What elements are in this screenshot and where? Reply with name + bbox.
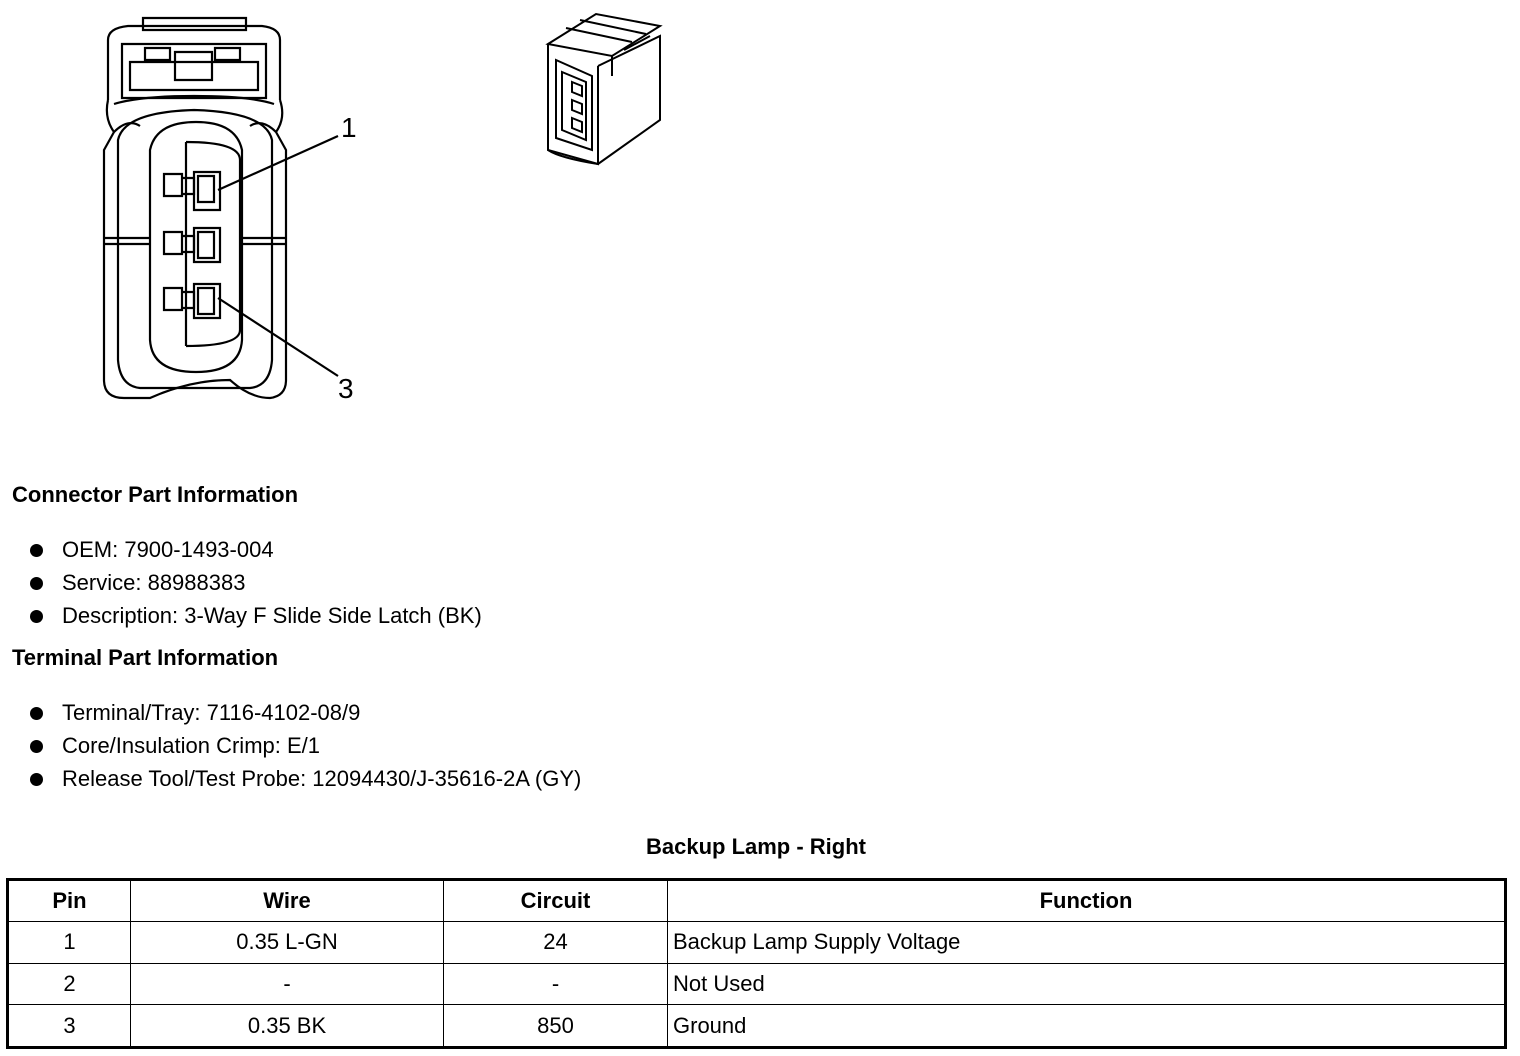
cell-function: Ground bbox=[667, 1004, 1506, 1048]
header-circuit: Circuit bbox=[443, 879, 668, 922]
table-title: Backup Lamp - Right bbox=[645, 834, 866, 859]
connector-service: Service: 88988383 bbox=[62, 570, 246, 595]
cell-function: Not Used bbox=[667, 962, 1506, 1006]
header-wire: Wire bbox=[130, 879, 444, 922]
table-header-row: Pin Wire Circuit Function bbox=[7, 879, 1506, 922]
table-row: 2 - - Not Used bbox=[7, 962, 1506, 1006]
header-pin: Pin bbox=[7, 879, 131, 922]
cell-wire: 0.35 BK bbox=[130, 1004, 444, 1048]
terminal-tray: Terminal/Tray: 7116-4102-08/9 bbox=[62, 700, 361, 725]
cell-wire: 0.35 L-GN bbox=[130, 921, 444, 964]
list-item: Release Tool/Test Probe: 12094430/J-3561… bbox=[28, 762, 581, 795]
bullet-icon bbox=[30, 544, 43, 557]
cell-pin: 2 bbox=[7, 962, 131, 1006]
cell-wire: - bbox=[130, 962, 444, 1006]
connector-diagram: 1 3 bbox=[0, 0, 700, 420]
header-function: Function bbox=[667, 879, 1506, 922]
cell-pin: 3 bbox=[7, 1004, 131, 1048]
table-row: 1 0.35 L-GN 24 Backup Lamp Supply Voltag… bbox=[7, 921, 1506, 964]
connector-description: Description: 3-Way F Slide Side Latch (B… bbox=[62, 603, 482, 628]
terminal-part-info-heading: Terminal Part Information bbox=[12, 645, 279, 670]
bullet-icon bbox=[30, 610, 43, 623]
connector-face-drawing bbox=[102, 12, 663, 400]
list-item: Description: 3-Way F Slide Side Latch (B… bbox=[28, 599, 482, 632]
cell-function: Backup Lamp Supply Voltage bbox=[667, 921, 1506, 964]
bullet-icon bbox=[30, 707, 43, 720]
callout-pin-3: 3 bbox=[338, 373, 354, 404]
cell-pin: 1 bbox=[7, 921, 131, 964]
list-item: Service: 88988383 bbox=[28, 566, 482, 599]
list-item: Terminal/Tray: 7116-4102-08/9 bbox=[28, 696, 581, 729]
terminal-release-tool: Release Tool/Test Probe: 12094430/J-3561… bbox=[62, 766, 582, 791]
terminal-part-info-list: Terminal/Tray: 7116-4102-08/9 Core/Insul… bbox=[28, 696, 581, 795]
connector-oem: OEM: 7900-1493-004 bbox=[62, 537, 274, 562]
callout-pin-1: 1 bbox=[341, 112, 357, 143]
list-item: OEM: 7900-1493-004 bbox=[28, 533, 482, 566]
cell-circuit: 24 bbox=[443, 921, 668, 964]
bullet-icon bbox=[30, 773, 43, 786]
connector-part-info-heading: Connector Part Information bbox=[12, 482, 299, 507]
table-row: 3 0.35 BK 850 Ground bbox=[7, 1004, 1506, 1048]
cell-circuit: - bbox=[443, 962, 668, 1006]
bullet-icon bbox=[30, 740, 43, 753]
list-item: Core/Insulation Crimp: E/1 bbox=[28, 729, 581, 762]
pinout-table: Pin Wire Circuit Function 1 0.35 L-GN 24… bbox=[6, 878, 1507, 1049]
terminal-crimp: Core/Insulation Crimp: E/1 bbox=[62, 733, 320, 758]
bullet-icon bbox=[30, 577, 43, 590]
cell-circuit: 850 bbox=[443, 1004, 668, 1048]
connector-part-info-list: OEM: 7900-1493-004 Service: 88988383 Des… bbox=[28, 533, 482, 632]
